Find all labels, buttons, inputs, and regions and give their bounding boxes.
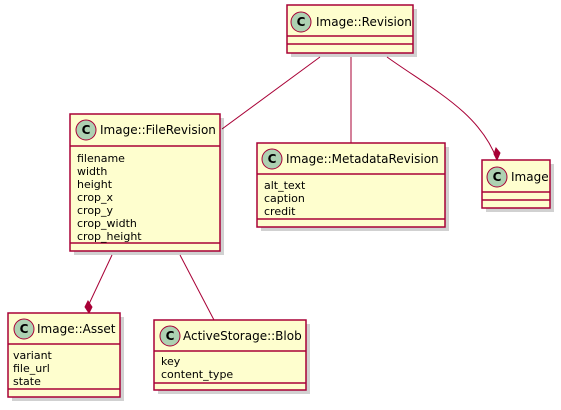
class-badge-icon [261, 148, 283, 170]
class-blob: C ActiveStorage::Blob key content_type [153, 319, 310, 394]
attribute: height [77, 178, 113, 191]
attribute: variant [13, 349, 53, 362]
class-name: Image::FileRevision [100, 123, 216, 137]
class-badge-letter: C [297, 15, 306, 29]
attribute: content_type [161, 368, 233, 381]
attribute: caption [264, 192, 305, 205]
class-image: C Image [481, 159, 554, 212]
attribute: width [77, 165, 107, 178]
class-revision: C Image::Revision [286, 4, 417, 57]
class-file-revision: C Image::FileRevision filename width hei… [69, 113, 224, 255]
class-badge-icon [159, 325, 181, 347]
attribute: alt_text [264, 179, 306, 192]
class-badge-icon [75, 119, 97, 141]
class-badge-icon [486, 166, 508, 188]
edge-revision-to-file-revision [221, 56, 321, 130]
composition-diamond-asset [84, 300, 93, 314]
edge-file-revision-to-asset [88, 254, 113, 305]
attribute: crop_x [77, 191, 114, 204]
composition-diamond-image [493, 146, 501, 162]
edge-file-revision-to-blob [179, 254, 215, 321]
attribute: crop_y [77, 204, 114, 217]
class-name: Image::Revision [316, 15, 412, 29]
attribute: crop_width [77, 217, 137, 230]
class-badge-letter: C [268, 152, 277, 166]
class-name: Image::Asset [37, 322, 116, 336]
class-badge-icon [290, 11, 312, 33]
relations [84, 56, 501, 321]
attribute: filename [77, 152, 125, 165]
class-badge-icon [13, 318, 35, 340]
class-badge-letter: C [20, 322, 29, 336]
class-name: Image [511, 170, 549, 184]
class-asset: C Image::Asset variant file_url state [7, 312, 124, 401]
class-badge-letter: C [82, 123, 91, 137]
class-metadata-revision: C Image::MetadataRevision alt_text capti… [256, 142, 449, 231]
edge-revision-to-image [386, 56, 498, 161]
attribute: credit [264, 205, 296, 218]
attribute: crop_height [77, 230, 142, 243]
attribute: key [161, 355, 181, 368]
attribute: state [13, 375, 41, 388]
class-badge-letter: C [493, 170, 502, 184]
attribute: file_url [13, 362, 50, 375]
class-name: ActiveStorage::Blob [183, 329, 302, 343]
class-badge-letter: C [166, 329, 175, 343]
class-name: Image::MetadataRevision [286, 152, 439, 166]
